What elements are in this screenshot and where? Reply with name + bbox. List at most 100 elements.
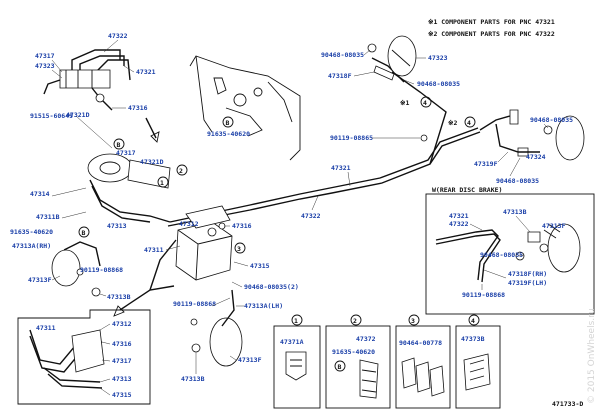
svg-text:B: B [226,119,230,127]
svg-text:4: 4 [467,119,471,127]
label-90468-tr3: 90468-08035 [530,116,573,124]
label-90468-mid2: 90468-08035(2) [244,283,299,291]
main-pipes [167,57,511,227]
svg-text:B: B [82,229,86,237]
label-w47319F: 47319F(LH) [508,279,547,287]
label-47317-mid: 47317 [116,149,136,157]
label-47315-mid: 47315 [250,262,270,270]
label-b47315: 47315 [112,391,132,399]
label-47319F: 47319F [474,160,498,168]
rear-brake-top [367,35,417,81]
abs-actuator [149,205,233,291]
svg-text:3: 3 [237,245,241,253]
label-47321-tl: 47321 [136,68,156,76]
label-47313B-left: 47313B [107,293,131,301]
label-47324: 47324 [526,153,546,161]
inset-title: W(REAR DISC BRAKE) [432,186,502,194]
firewall-sketch [189,55,301,161]
label-47311B: 47311B [36,213,60,221]
b-marker-1 [222,116,234,128]
label-90119-mid: 90119-08868 [173,300,216,308]
label-47313B-bot: 47313B [181,375,205,383]
label-47321D: 47321D [66,111,90,119]
label-91515: 91515-60649 [30,112,73,120]
label-b47316: 47316 [112,340,132,348]
c3-marker [234,242,246,254]
label-w47313B: 47313B [503,208,527,216]
svg-text:1: 1 [160,179,164,187]
svg-text:91635-40620: 91635-40620 [332,348,375,356]
svg-text:47372: 47372 [356,335,376,343]
label-b47317: 47317 [112,357,132,365]
svg-text:B: B [117,141,121,149]
inset-rear-disc: W(REAR DISC BRAKE) [425,186,595,315]
m1-marker: ※1 [400,99,409,107]
front-right-brake [190,289,243,367]
svg-text:4: 4 [471,317,475,325]
legend-box-2: 2 47372 91635-40620 B [325,314,391,409]
label-w90468: 90468-08035 [480,251,523,259]
label-47313A-rh: 47313A(RH) [12,242,51,250]
label-47313-left: 47313 [107,222,127,230]
label-90468-tr2: 90468-08035 [417,80,460,88]
label-90468-tr1: 90468-08035 [321,51,364,59]
b-marker-2 [113,138,125,150]
label-47316-mid: 47316 [232,222,252,230]
detail-box-bottom-left [17,309,151,405]
label-47316-tl: 47316 [128,104,148,112]
label-w47318F: 47318F(RH) [508,270,547,278]
svg-text:47371A: 47371A [280,338,304,346]
label-47311: 47311 [144,246,164,254]
svg-text:2: 2 [353,317,357,325]
svg-text:B: B [338,363,342,371]
rear-brake-right [495,109,585,161]
svg-text:1: 1 [294,317,298,325]
label-w47313F: 47313F [542,222,566,230]
svg-text:47373B: 47373B [461,335,485,343]
b-marker-3 [78,226,90,238]
detail-top-left [43,49,131,111]
label-91635-left: 91635-40620 [10,228,53,236]
label-b47312: 47312 [112,320,132,328]
m2-marker: ※2 [448,119,457,127]
watermark: © 2015 OnWheels.ru [587,308,597,404]
label-47321-mid: 47321 [331,164,351,172]
label-90468-tr4: 90468-08035 [496,177,539,185]
note-2: ※2 COMPONENT PARTS FOR PNC 47322 [428,30,555,38]
svg-text:3: 3 [411,317,415,325]
master-cylinder [87,153,171,223]
svg-text:4: 4 [423,99,427,107]
label-w47321: 47321 [449,212,469,220]
legend-box-4: 4 47373B [455,314,501,409]
c1-marker-top [157,176,169,188]
svg-text:2: 2 [179,167,183,175]
label-w90119: 90119-08868 [462,291,505,299]
label-47317-tl: 47317 [35,52,55,60]
c2-marker-top [176,164,188,176]
label-47313F-left: 47313F [28,276,52,284]
figure-code: 471733-D [552,400,583,408]
svg-text:90464-00778: 90464-00778 [399,339,442,347]
note-1: ※1 COMPONENT PARTS FOR PNC 47321 [428,18,555,26]
label-47313F-bot: 47313F [238,356,262,364]
label-90119-tr: 90119-08865 [330,134,373,142]
label-47321D-mid: 47321D [140,158,164,166]
label-47314: 47314 [30,190,50,198]
label-47323-tr: 47323 [428,54,448,62]
label-47312: 47312 [179,220,199,228]
label-47323-tl: 47323 [35,62,55,70]
label-47322-top: 47322 [108,32,128,40]
label-47318F: 47318F [328,72,352,80]
c4-marker-mid [464,116,476,128]
c4-marker-top [420,96,432,108]
label-w47322: 47322 [449,220,469,228]
legend-box-1: 1 47371A [273,314,321,409]
label-47322-mid: 47322 [301,212,321,220]
label-b47311: 47311 [36,324,56,332]
front-left-brake [51,241,101,297]
label-b47313: 47313 [112,375,132,383]
label-91635-mid: 91635-40620 [207,130,250,138]
label-90119-left: 90119-08868 [80,266,123,274]
